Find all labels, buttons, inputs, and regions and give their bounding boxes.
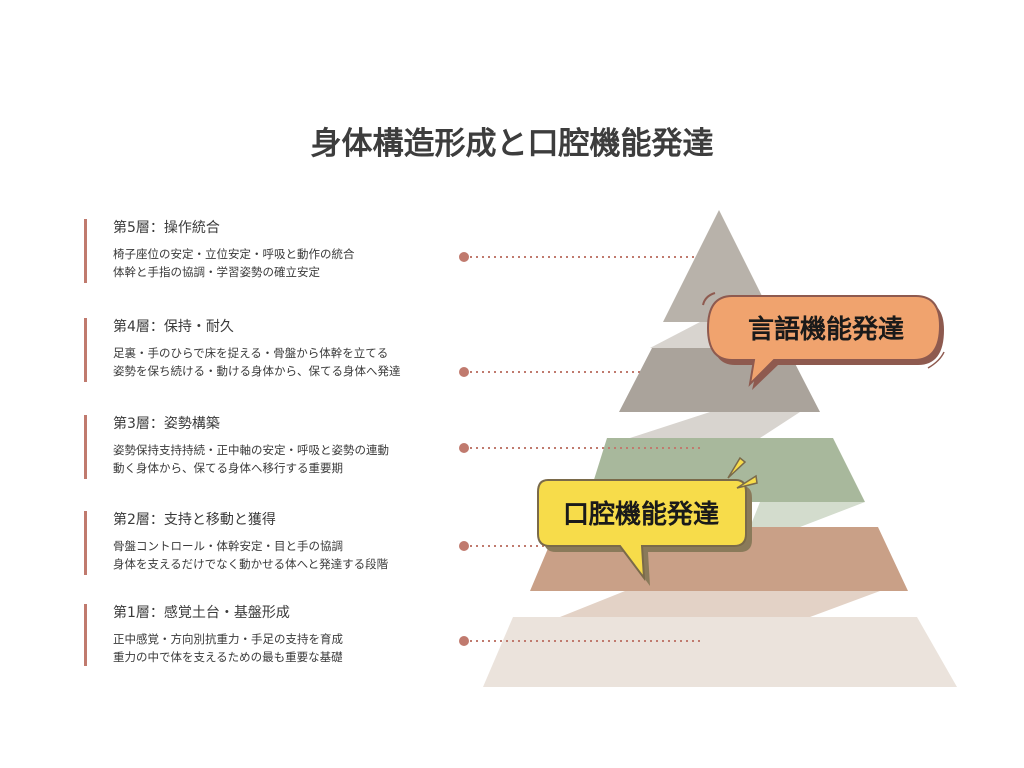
layer-5-text: 第5層：操作統合 椅子座位の安定・立位安定・呼吸と動作の統合 体幹と手指の協調・… bbox=[84, 219, 355, 283]
layer-desc: 動く身体から、保てる身体へ移行する重要期 bbox=[113, 461, 343, 475]
page-title: 身体構造形成と口腔機能発達 bbox=[310, 126, 714, 162]
leader-lines bbox=[470, 256, 700, 642]
connector-3-2 bbox=[750, 502, 865, 527]
layer-desc: 姿勢を保ち続ける・動ける身体から、保てる身体へ発達 bbox=[113, 364, 401, 378]
layer-desc: 重力の中で体を支えるための最も重要な基礎 bbox=[113, 650, 343, 664]
layer-desc: 体幹と手指の協調・学習姿勢の確立安定 bbox=[113, 265, 320, 279]
layer-desc: 足裏・手のひらで床を捉える・骨盤から体幹を立てる bbox=[113, 346, 389, 360]
layer-desc: 骨盤コントロール・体幹安定・目と手の協調 bbox=[113, 539, 343, 553]
layer-title: 第2層：支持と移動と獲得 bbox=[113, 512, 276, 528]
layer-1-band bbox=[483, 617, 957, 687]
layer-desc: 正中感覚・方向別抗重力・手足の支持を育成 bbox=[113, 632, 343, 646]
layer-title: 第4層：保持・耐久 bbox=[113, 319, 234, 335]
connector-2-1 bbox=[560, 591, 880, 617]
layer-2-text: 第2層：支持と移動と獲得 骨盤コントロール・体幹安定・目と手の協調 身体を支える… bbox=[84, 511, 388, 575]
layer-3-text: 第3層：姿勢構築 姿勢保持支持持続・正中軸の安定・呼吸と姿勢の連動 動く身体から… bbox=[84, 415, 389, 479]
language-speech-bubble: 言語機能発達 bbox=[702, 292, 945, 390]
layer-title: 第1層：感覚土台・基盤形成 bbox=[113, 605, 290, 621]
oral-speech-bubble: 口腔機能発達 bbox=[537, 456, 758, 586]
oral-bubble-label: 口腔機能発達 bbox=[563, 499, 719, 530]
layer-desc: 椅子座位の安定・立位安定・呼吸と動作の統合 bbox=[113, 247, 355, 261]
language-bubble-label: 言語機能発達 bbox=[748, 314, 904, 345]
layer-5-band bbox=[663, 210, 775, 322]
layer-desc: 身体を支えるだけでなく動かせる体へと発達する段階 bbox=[113, 557, 389, 571]
leader-dot bbox=[459, 443, 469, 453]
leader-dot bbox=[459, 636, 469, 646]
connector-4-3 bbox=[630, 412, 800, 438]
leader-dot bbox=[459, 541, 469, 551]
layer-desc: 姿勢保持支持持続・正中軸の安定・呼吸と姿勢の連動 bbox=[113, 443, 389, 457]
layer-title: 第5層：操作統合 bbox=[113, 220, 220, 236]
leader-dot bbox=[459, 252, 469, 262]
layer-1-text: 第1層：感覚土台・基盤形成 正中感覚・方向別抗重力・手足の支持を育成 重力の中で… bbox=[84, 604, 343, 666]
layer-title: 第3層：姿勢構築 bbox=[113, 416, 220, 432]
layer-4-text: 第4層：保持・耐久 足裏・手のひらで床を捉える・骨盤から体幹を立てる 姿勢を保ち… bbox=[84, 318, 401, 382]
leader-dot bbox=[459, 367, 469, 377]
